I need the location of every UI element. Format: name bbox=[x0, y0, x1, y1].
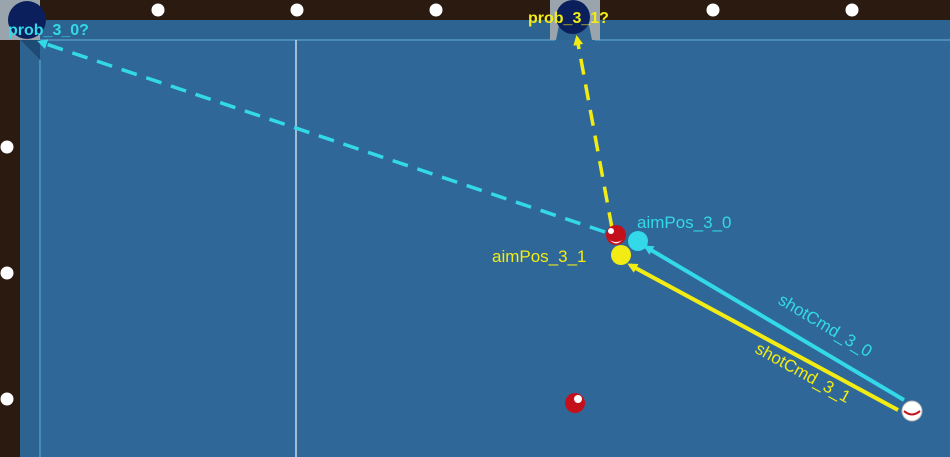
object-ball-lower bbox=[565, 393, 585, 413]
diamond-marker bbox=[290, 3, 304, 17]
diamond-marker bbox=[706, 3, 720, 17]
pot-line-prob-3-1 bbox=[573, 35, 614, 229]
top-left-pocket bbox=[8, 1, 46, 39]
pocket-label-prob-3-1: prob_3_1? bbox=[528, 10, 609, 27]
shot-line-3-0 bbox=[643, 245, 906, 402]
diamond-marker bbox=[0, 140, 14, 154]
object-ball-target bbox=[606, 225, 626, 245]
pot-line-prob-3-0 bbox=[37, 39, 606, 234]
diamond-marker bbox=[0, 392, 14, 406]
diamond-marker bbox=[845, 3, 859, 17]
aim-label-3-1: aimPos_3_1 bbox=[492, 247, 587, 266]
pocket-label-prob-3-0: prob_3_0? bbox=[8, 22, 89, 39]
aim-label-3-0: aimPos_3_0 bbox=[637, 213, 732, 232]
shot-line-3-1 bbox=[627, 263, 899, 412]
diamond-marker bbox=[429, 3, 443, 17]
top-middle-pocket bbox=[556, 0, 590, 34]
aim-point-3-1 bbox=[611, 245, 631, 265]
aim-point-3-0 bbox=[628, 231, 648, 251]
diamond-marker bbox=[0, 266, 14, 280]
diamond-marker bbox=[151, 3, 165, 17]
cue-ball[interactable] bbox=[901, 400, 923, 422]
table-cloth bbox=[40, 40, 950, 457]
